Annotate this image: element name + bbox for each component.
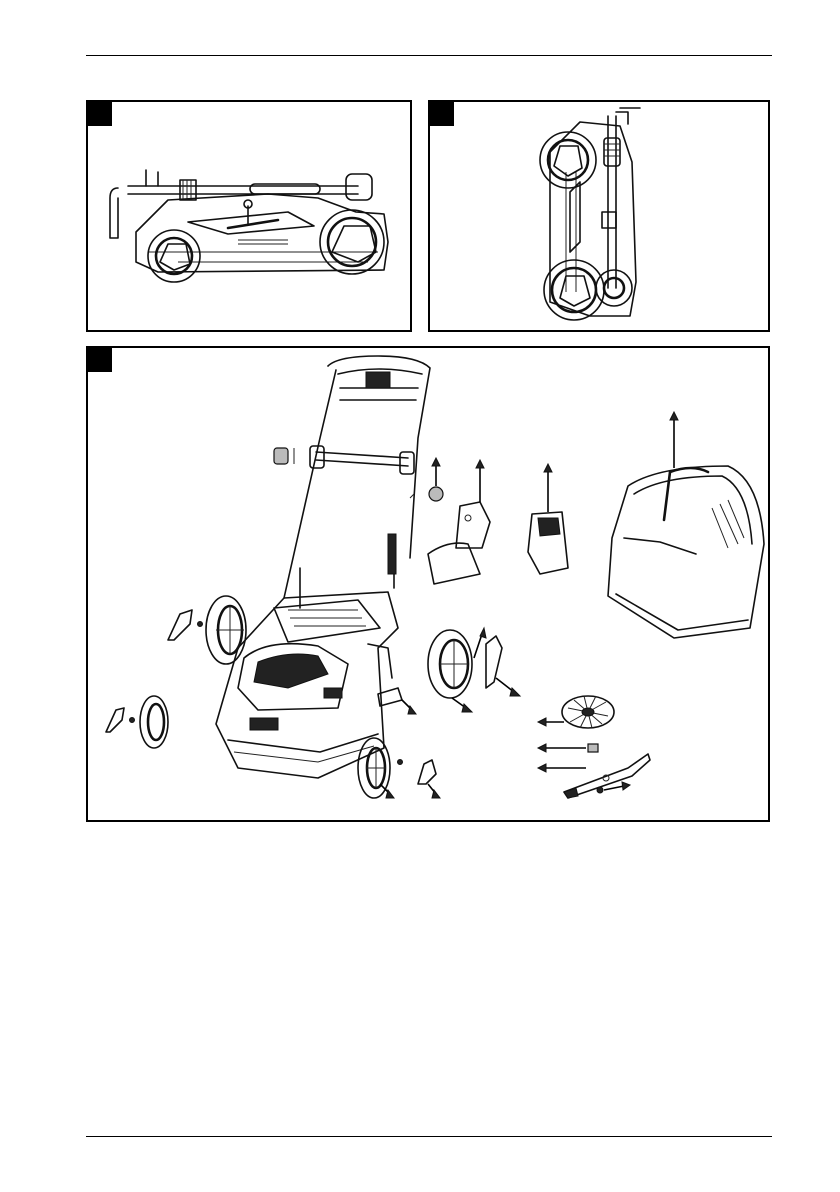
folded-mower-upright-drawing	[430, 102, 770, 332]
header-rule	[86, 55, 772, 56]
wheel-icon	[428, 628, 520, 712]
fan-icon	[538, 696, 614, 728]
handle-icon	[274, 356, 443, 608]
footer-rule	[86, 1136, 772, 1137]
arrow-icon	[604, 786, 624, 790]
grass-box-icon	[608, 412, 764, 638]
figure-exploded-parts	[86, 346, 770, 822]
figure-folded-side	[86, 100, 412, 332]
blade-icon	[538, 754, 650, 798]
exploded-parts-drawing	[88, 348, 770, 822]
folded-mower-side-drawing	[88, 102, 412, 332]
figure-folded-upright	[428, 100, 770, 332]
